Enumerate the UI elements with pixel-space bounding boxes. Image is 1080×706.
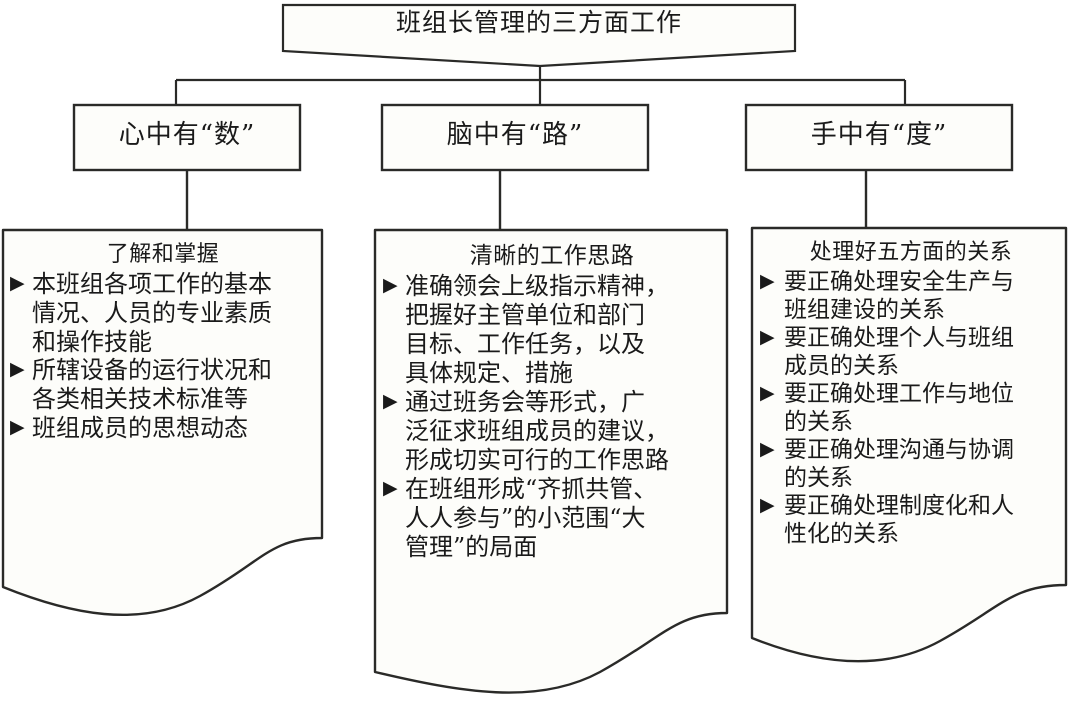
branch-box-2-shape [380, 103, 650, 172]
bullet-item: ▶ 所辖设备的运行状况和各类相关技术标准等 [10, 356, 316, 414]
panel-2-shape [373, 228, 729, 694]
bullet-item: ▶ 通过班务会等形式，广泛征求班组成员的建议，形成切实可行的工作思路 [383, 388, 721, 475]
triangle-right-icon: ▶ [760, 494, 775, 517]
triangle-right-icon: ▶ [760, 382, 775, 405]
bullet-text: 要正确处理沟通与协调的关系 [784, 437, 1014, 492]
panel-heading: 了解和掌握 [106, 242, 220, 267]
panel-3-shape [750, 226, 1068, 663]
bullet-list: ▶ 本班组各项工作的基本情况、人员的专业素质和操作技能 ▶ 所辖设备的运行状况和各类相… [10, 270, 316, 443]
title-box-shape [281, 3, 797, 68]
bullet-item: ▶ 班组成员的思想动态 [10, 414, 316, 443]
triangle-right-icon: ▶ [760, 270, 775, 292]
triangle-right-icon: ▶ [10, 272, 25, 294]
bullet-text: 要正确处理安全生产与班组建设的关系 [784, 269, 1014, 324]
bullet-item: ▶ 要正确处理沟通与协调的关系 [760, 436, 1062, 492]
bullet-text: 要正确处理工作与地位的关系 [784, 381, 1014, 436]
triangle-right-icon: ▶ [383, 477, 398, 500]
bullet-item: ▶ 要正确处理制度化和人性化的关系 [760, 492, 1062, 548]
triangle-right-icon: ▶ [383, 274, 398, 296]
triangle-right-icon: ▶ [760, 438, 775, 461]
branch-label-1: 心中有“数” [118, 120, 256, 150]
triangle-right-icon: ▶ [383, 390, 398, 413]
bullet-text: 要正确处理制度化和人性化的关系 [784, 493, 1014, 548]
panel-1-shape [1, 228, 324, 617]
panel-heading: 清晰的工作思路 [469, 243, 635, 269]
bullet-text: 通过班务会等形式，广泛征求班组成员的建议，形成切实可行的工作思路 [405, 388, 669, 475]
bullet-item: ▶ 在班组形成“齐抓共管、人人参与”的小范围“大管理”的局面 [383, 475, 721, 562]
triangle-right-icon: ▶ [10, 415, 25, 438]
bullet-item: ▶ 准确领会上级指示精神，把握好主管单位和部门目标、工作任务，以及具体规定、措施 [383, 272, 721, 388]
bullet-item: ▶ 本班组各项工作的基本情况、人员的专业素质和操作技能 [10, 270, 316, 356]
branch-label-3: 手中有“度” [810, 120, 948, 150]
triangle-right-icon: ▶ [10, 358, 25, 381]
bullet-item: ▶ 要正确处理工作与地位的关系 [760, 380, 1062, 436]
bullet-item: ▶ 要正确处理安全生产与班组建设的关系 [760, 268, 1062, 324]
branch-panel-2: 清晰的工作思路 ▶ 准确领会上级指示精神，把握好主管单位和部门目标、工作任务，以及… [383, 236, 721, 562]
bullet-item: ▶ 要正确处理个人与班组成员的关系 [760, 324, 1062, 380]
bullet-list: ▶准确领会上级指示精神，把握好主管单位和部门目标、工作任务，以及具体规定、措施▶… [383, 272, 721, 562]
bullet-text: 所辖设备的运行状况和各类相关技术标准等 [32, 356, 272, 414]
branch-panel-3: 处理好五方面的关系 ▶要正确处理安全生产与班组建设的关系▶ 要正确处理个人与班组… [760, 234, 1062, 548]
bullet-list: ▶要正确处理安全生产与班组建设的关系▶ 要正确处理个人与班组成员的关系▶要正确处… [760, 268, 1062, 548]
triangle-right-icon: ▶ [760, 326, 775, 349]
branch-box-3-shape [744, 103, 1014, 172]
branch-label-2: 脑中有“路” [446, 120, 584, 150]
bullet-text: 准确领会上级指示精神，把握好主管单位和部门目标、工作任务，以及具体规定、措施 [405, 272, 669, 388]
page-title: 班组长管理的三方面工作 [395, 8, 682, 37]
bullet-text: 本班组各项工作的基本情况、人员的专业素质和操作技能 [32, 270, 272, 356]
panel-heading: 处理好五方面的关系 [809, 240, 1013, 265]
bullet-text: 班组成员的思想动态 [32, 413, 248, 442]
branch-box-1-shape [72, 103, 302, 172]
bullet-text: 要正确处理个人与班组成员的关系 [784, 325, 1014, 380]
bullet-text: 在班组形成“齐抓共管、人人参与”的小范围“大管理”的局面 [405, 475, 658, 562]
branch-panel-1: 了解和掌握 ▶ 本班组各项工作的基本情况、人员的专业素质和操作技能 ▶ 所辖设备的运行… [10, 236, 316, 443]
